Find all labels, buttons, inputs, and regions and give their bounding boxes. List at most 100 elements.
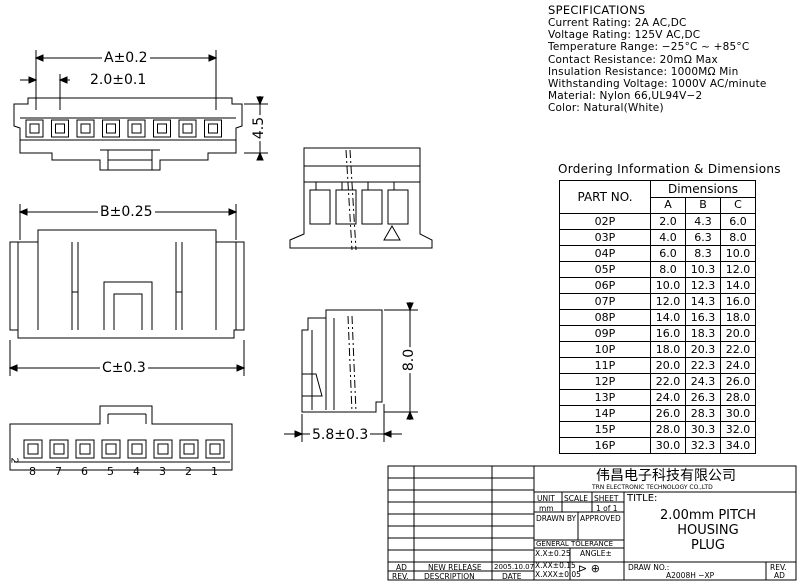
cavity xyxy=(153,119,171,138)
cell-a: 8.0 xyxy=(650,261,686,278)
cell-b: 20.3 xyxy=(685,341,721,358)
cell-a: 28.0 xyxy=(650,421,686,438)
contact xyxy=(157,123,167,134)
cell-c: 20.0 xyxy=(720,325,756,342)
angle-label: ANGLE± xyxy=(580,549,612,558)
cell-b: 30.3 xyxy=(685,421,721,438)
rev-value-right: AD xyxy=(774,571,785,580)
dimensions-header: Dimensions xyxy=(650,180,756,198)
cavity xyxy=(25,119,44,138)
title-line-2: HOUSING xyxy=(677,523,739,538)
cell-c: 8.0 xyxy=(720,229,756,246)
ordering-title: Ordering Information & Dimensions xyxy=(558,162,781,176)
cell-b: 12.3 xyxy=(685,277,721,294)
cell-part: 06P xyxy=(559,277,651,294)
cell-part: 05P xyxy=(559,261,651,278)
rev-header-date: DATE xyxy=(502,572,522,581)
cell-part: 11P xyxy=(559,357,651,374)
cell-a: 20.0 xyxy=(650,357,686,374)
general-tolerance-label: GENERAL TOLERANCE xyxy=(536,540,614,548)
cell-a: 18.0 xyxy=(650,341,686,358)
cell-b: 28.3 xyxy=(685,405,721,422)
spec-line: Contact Resistance: 20mΩ Max xyxy=(548,53,718,66)
cavity xyxy=(205,439,225,459)
title-block-grid xyxy=(387,465,797,581)
cell-b: 8.3 xyxy=(685,245,721,262)
contact xyxy=(131,123,142,134)
dimension-height-label: 4.5 xyxy=(251,114,268,142)
cell-c: 26.0 xyxy=(720,373,756,390)
contact xyxy=(182,123,193,134)
cavity xyxy=(51,119,69,138)
contact xyxy=(208,123,218,134)
cell-a: 24.0 xyxy=(650,389,686,406)
cavity xyxy=(179,439,199,459)
approved-label: APPROVED xyxy=(580,514,621,523)
column-b-header: B xyxy=(685,196,721,214)
cell-c: 10.0 xyxy=(720,245,756,262)
cell-a: 16.0 xyxy=(650,325,686,342)
cell-a: 14.0 xyxy=(650,309,686,326)
cell-part: 04P xyxy=(559,245,651,262)
drawing-title: 2.00mm PITCH HOUSING PLUG xyxy=(640,508,776,553)
tolerance-2: X.XX±0.15 xyxy=(535,561,576,570)
cell-part: 07P xyxy=(559,293,651,310)
contact xyxy=(157,443,169,455)
dimension-pitch-label: 2.0±0.1 xyxy=(88,72,149,88)
cell-a: 4.0 xyxy=(650,229,686,246)
cell-a: 2.0 xyxy=(650,213,686,230)
unit-label: UNIT xyxy=(537,494,555,503)
cavity xyxy=(23,439,43,459)
rev-row-description: NEW RELEASE xyxy=(428,563,482,572)
draw-no-value: A2008H −XP xyxy=(666,571,715,580)
cell-b: 10.3 xyxy=(685,261,721,278)
cavity xyxy=(76,119,95,138)
cell-c: 24.0 xyxy=(720,357,756,374)
cell-b: 24.3 xyxy=(685,373,721,390)
dimension-side-height-label: 8.0 xyxy=(401,346,418,374)
part-no-header: PART NO. xyxy=(559,180,651,214)
rev-row-date: 2005.10.07 xyxy=(494,563,535,571)
cell-part: 16P xyxy=(559,437,651,454)
pin-number: 4 xyxy=(133,465,140,478)
cell-c: 16.0 xyxy=(720,293,756,310)
spec-line: Material: Nylon 66,UL94V−2 xyxy=(548,90,703,103)
cell-c: 32.0 xyxy=(720,421,756,438)
cell-part: 08P xyxy=(559,309,651,326)
spec-line: Color: Natural(White) xyxy=(548,102,664,115)
cell-b: 32.3 xyxy=(685,437,721,454)
cavity xyxy=(178,119,197,138)
title-line-1: 2.00mm PITCH xyxy=(659,508,757,523)
cell-a: 6.0 xyxy=(650,245,686,262)
tolerance-1: X.X±0.25 xyxy=(535,549,571,558)
company-name-cn: 伟昌电子科技有限公司 xyxy=(596,468,736,484)
column-c-header: C xyxy=(720,196,756,214)
drawn-by-label: DRAWN BY xyxy=(536,514,577,523)
cell-part: 14P xyxy=(559,405,651,422)
sheet-label: SHEET xyxy=(594,494,619,503)
cavity xyxy=(127,119,146,138)
cell-part: 10P xyxy=(559,341,651,358)
contact xyxy=(27,443,39,455)
cavity xyxy=(204,119,222,138)
title-line-3: PLUG xyxy=(690,538,726,553)
cavity xyxy=(49,439,69,459)
contact xyxy=(105,443,117,455)
pin-number: 5 xyxy=(107,465,114,478)
column-a-header: A xyxy=(650,196,686,214)
contact xyxy=(79,443,91,455)
contact xyxy=(53,443,65,455)
contact xyxy=(131,443,143,455)
spec-line: Withstanding Voltage: 1000V AC/minute xyxy=(548,78,767,90)
contact xyxy=(209,443,221,455)
spec-line: Current Rating: 2A AC,DC xyxy=(548,17,687,29)
